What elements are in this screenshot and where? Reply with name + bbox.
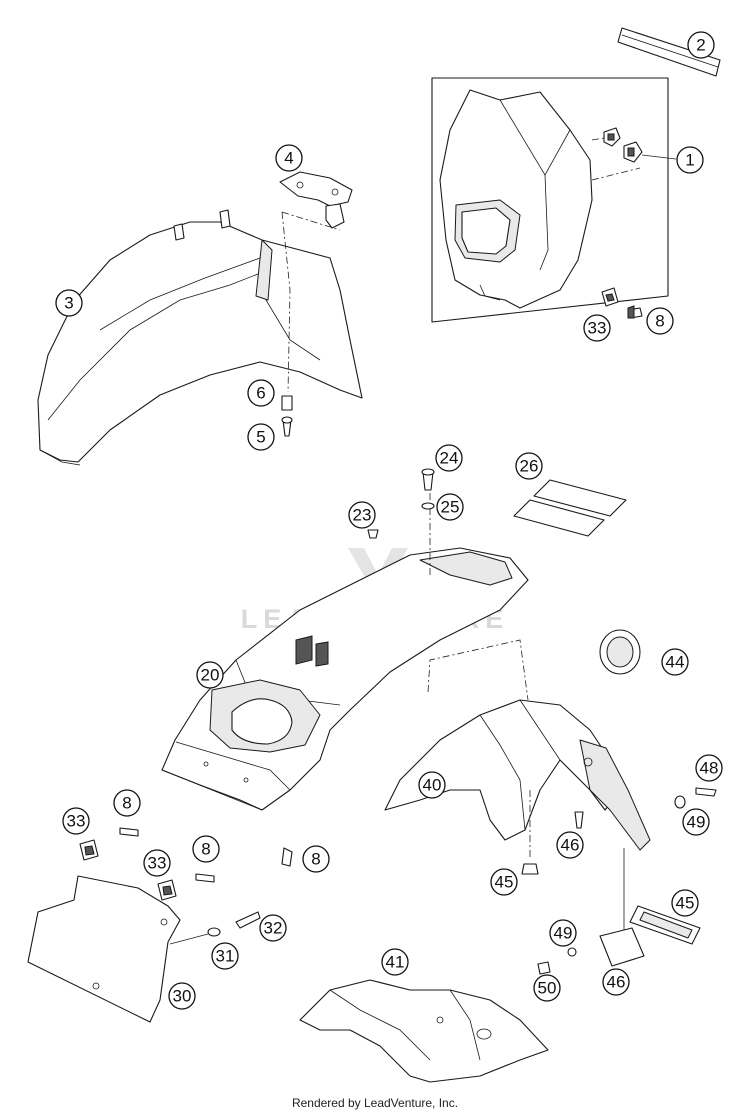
callout-33b: 33 [62,807,90,835]
callout-32: 32 [259,914,287,942]
callout-2: 2 [687,31,715,59]
callout-23: 23 [348,501,376,529]
svg-text:24: 24 [440,449,459,468]
fender-bolts [281,395,293,437]
callout-24: 24 [435,444,463,472]
svg-text:33: 33 [148,854,167,873]
footer-credit: Rendered by LeadVenture, Inc. [291,1096,459,1110]
svg-text:44: 44 [666,653,685,672]
svg-text:26: 26 [520,457,539,476]
svg-text:45: 45 [495,873,514,892]
svg-text:3: 3 [64,294,73,313]
rear-fender-hardware [521,787,717,875]
svg-text:8: 8 [311,850,320,869]
svg-text:30: 30 [173,987,192,1006]
callout-8d: 8 [302,845,330,873]
svg-text:33: 33 [67,812,86,831]
callout-33a: 33 [583,314,611,342]
callout-33c: 33 [143,849,171,877]
callout-42: 44 [661,648,689,676]
callout-1: 1 [676,146,704,174]
svg-text:49: 49 [687,813,706,832]
callout-50: 50 [533,974,561,1002]
svg-text:49: 49 [554,924,573,943]
callout-40: 40 [418,771,446,799]
clip-nuts-left [79,827,293,901]
callout-4: 4 [275,144,303,172]
svg-text:45: 45 [676,894,695,913]
callout-26: 26 [515,452,543,480]
svg-text:33: 33 [588,319,607,338]
svg-text:1: 1 [685,151,694,170]
callout-49: 49 [549,919,577,947]
rear-fender [384,639,651,860]
callout-48: 49 [682,808,710,836]
svg-text:46: 46 [561,836,580,855]
headlight-mask-assembly [431,77,677,323]
callout-43: 45 [490,868,518,896]
mud-flap [27,875,261,1023]
license-lamp [537,848,701,975]
callout-45: 45 [671,889,699,917]
callout-5: 5 [247,423,275,451]
svg-text:8: 8 [201,840,210,859]
svg-text:5: 5 [256,428,265,447]
callout-31: 31 [211,942,239,970]
callout-8a: 8 [646,307,674,335]
side-fender [299,979,549,1083]
svg-text:25: 25 [441,498,460,517]
svg-text:20: 20 [201,666,220,685]
callout-41: 41 [381,948,409,976]
clip-nut-top [601,287,643,319]
svg-text:2: 2 [696,36,705,55]
svg-text:8: 8 [655,312,664,331]
svg-text:40: 40 [423,776,442,795]
svg-text:6: 6 [256,384,265,403]
callout-20: 20 [196,661,224,689]
svg-text:31: 31 [216,947,235,966]
svg-text:48: 48 [700,759,719,778]
svg-text:23: 23 [353,506,372,525]
svg-text:46: 46 [607,973,626,992]
seat-hardware [367,468,435,539]
rear-frame-cover [161,478,529,811]
svg-text:4: 4 [284,149,293,168]
callout-8c: 8 [192,835,220,863]
front-fender [37,209,363,466]
number-plate-strip [617,27,721,77]
callout-6: 6 [247,379,275,407]
callout-47: 48 [695,754,723,782]
grommet [599,629,641,675]
callout-46: 46 [602,968,630,996]
adhesive-pads [513,479,627,537]
svg-text:8: 8 [122,794,131,813]
svg-text:50: 50 [538,979,557,998]
callout-25: 25 [436,493,464,521]
fender-bracket [279,171,353,393]
svg-text:32: 32 [264,919,283,938]
callout-30: 30 [168,982,196,1010]
callout-44: 46 [556,831,584,859]
callout-8b: 8 [113,789,141,817]
svg-text:41: 41 [386,953,405,972]
callout-3: 3 [55,289,83,317]
